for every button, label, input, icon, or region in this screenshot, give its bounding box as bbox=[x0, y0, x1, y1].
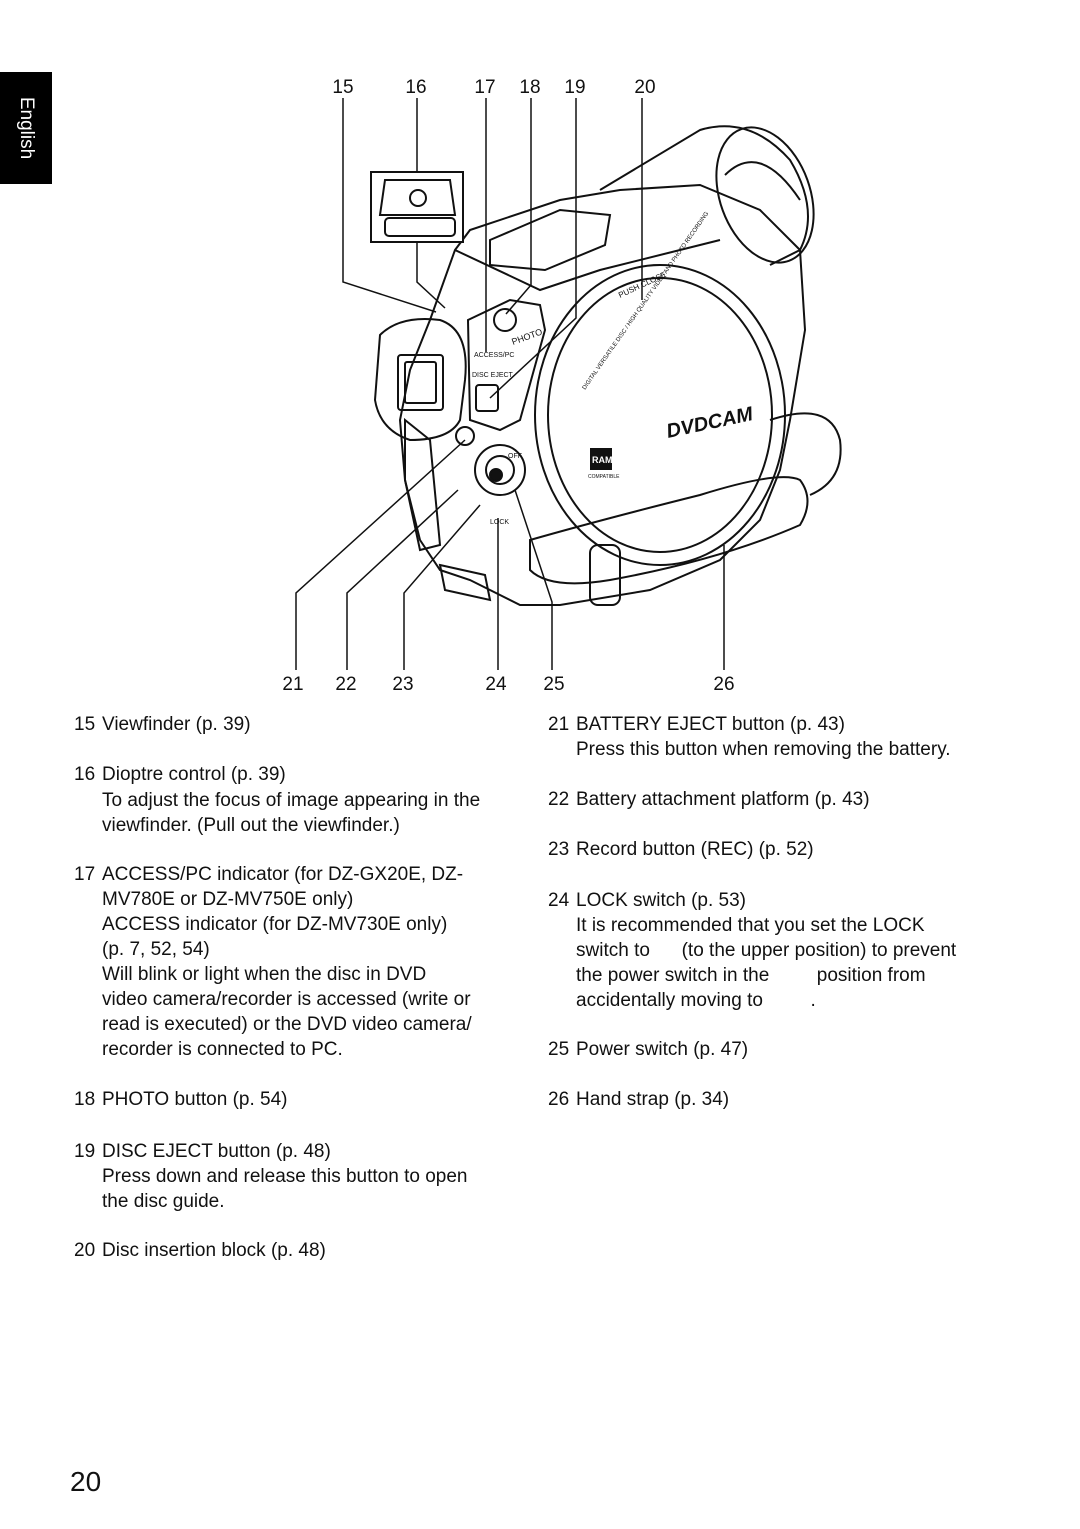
description-line: recorder is connected to PC. bbox=[102, 1039, 343, 1060]
item-title: Battery attachment platform (p. 43) bbox=[576, 789, 870, 810]
item-description: MV780E or DZ-MV750E only) ACCESS indicat… bbox=[102, 887, 472, 1062]
item-number: 25 bbox=[548, 1039, 570, 1060]
item-title: PHOTO button (p. 54) bbox=[102, 1089, 288, 1110]
callout-26: 26 bbox=[713, 674, 735, 695]
callout-24: 24 bbox=[485, 674, 507, 695]
item-number: 24 bbox=[548, 890, 570, 911]
description-line: accidentally moving to . bbox=[576, 990, 816, 1011]
item-title: DISC EJECT button (p. 48) bbox=[102, 1141, 331, 1162]
item-number: 21 bbox=[548, 714, 570, 735]
access-label: ACCESS/PC bbox=[474, 352, 514, 359]
battery-platform bbox=[404, 417, 442, 552]
ram-compatible-label: COMPATIBLE bbox=[588, 474, 620, 480]
description-line: the disc guide. bbox=[102, 1191, 225, 1212]
item-number: 15 bbox=[74, 714, 96, 735]
camera-body bbox=[398, 183, 807, 606]
callout-21: 21 bbox=[282, 674, 304, 695]
power-switch bbox=[474, 444, 526, 496]
callout-19: 19 bbox=[564, 77, 586, 98]
accessory-shoe bbox=[489, 208, 612, 272]
lock-label: LOCK bbox=[490, 519, 509, 526]
ram-logo-box bbox=[590, 448, 612, 470]
item-number: 17 bbox=[74, 864, 96, 885]
disc-eject-label: DISC EJECT bbox=[472, 372, 514, 379]
item-title: ACCESS/PC indicator (for DZ-GX20E, DZ- bbox=[102, 864, 464, 885]
item-description: Press this button when removing the batt… bbox=[576, 737, 951, 762]
callout-25: 25 bbox=[543, 674, 565, 695]
item-number: 26 bbox=[548, 1089, 570, 1110]
description-line: the power switch in the position from bbox=[576, 965, 926, 986]
description-line: (p. 7, 52, 54) bbox=[102, 939, 210, 960]
item-description: Press down and release this button to op… bbox=[102, 1164, 467, 1214]
strap-buckle bbox=[589, 544, 621, 606]
item-title: LOCK switch (p. 53) bbox=[576, 890, 746, 911]
item-description: To adjust the focus of image appearing i… bbox=[102, 788, 480, 838]
control-panel bbox=[466, 298, 547, 432]
language-tab: English bbox=[0, 72, 52, 184]
callout-18: 18 bbox=[519, 77, 541, 98]
description-line: Press this button when removing the batt… bbox=[576, 739, 951, 760]
item-title: Record button (REC) (p. 52) bbox=[576, 839, 814, 860]
description-line: ACCESS indicator (for DZ-MV730E only) bbox=[102, 914, 448, 935]
item-title: Viewfinder (p. 39) bbox=[102, 714, 251, 735]
callout-17: 17 bbox=[474, 77, 496, 98]
item-description: It is recommended that you set the LOCK … bbox=[576, 913, 956, 1013]
description-line: Will blink or light when the disc in DVD bbox=[102, 964, 427, 985]
item-title: BATTERY EJECT button (p. 43) bbox=[576, 714, 845, 735]
callout-20: 20 bbox=[634, 77, 656, 98]
item-title: Power switch (p. 47) bbox=[576, 1039, 749, 1060]
disc-ring-label: DIGITAL VERSATILE DISC / HIGH QUALITY VI… bbox=[582, 211, 711, 391]
lens-barrel bbox=[599, 125, 809, 266]
callout-16: 16 bbox=[405, 77, 427, 98]
item-number: 16 bbox=[74, 764, 96, 785]
hand-strap bbox=[529, 476, 809, 585]
off-label: OFF bbox=[508, 453, 522, 460]
disc-eject-button bbox=[475, 384, 499, 412]
item-number: 18 bbox=[74, 1089, 96, 1110]
item-number: 23 bbox=[548, 839, 570, 860]
description-line: To adjust the focus of image appearing i… bbox=[102, 790, 481, 811]
leader-lines bbox=[295, 98, 725, 670]
lens-ring-inner bbox=[724, 161, 801, 201]
item-title: Hand strap (p. 34) bbox=[576, 1089, 730, 1110]
description-line: Press down and release this button to op… bbox=[102, 1166, 468, 1187]
ram-logo: RAM bbox=[592, 455, 613, 465]
item-number: 19 bbox=[74, 1141, 96, 1162]
viewfinder-eyecup bbox=[373, 318, 467, 442]
top-panel bbox=[454, 239, 721, 292]
description-line: video camera/recorder is accessed (write… bbox=[102, 989, 471, 1010]
item-number: 22 bbox=[548, 789, 570, 810]
item-number: 20 bbox=[74, 1240, 96, 1261]
description-line: read is executed) or the DVD video camer… bbox=[102, 1014, 472, 1035]
callout-22: 22 bbox=[335, 674, 357, 695]
callout-23: 23 bbox=[392, 674, 414, 695]
description-line: switch to (to the upper position) to pre… bbox=[576, 940, 957, 961]
photo-label: PHOTO bbox=[510, 327, 543, 347]
item-title: Dioptre control (p. 39) bbox=[102, 764, 286, 785]
dioptre-inset bbox=[370, 171, 464, 243]
callout-15: 15 bbox=[332, 77, 354, 98]
item-title: Disc insertion block (p. 48) bbox=[102, 1240, 326, 1261]
photo-button bbox=[493, 308, 517, 332]
description-line: viewfinder. (Pull out the viewfinder.) bbox=[102, 815, 400, 836]
battery-eject-button bbox=[455, 426, 475, 446]
page-number: 20 bbox=[70, 1466, 102, 1497]
dvdcam-logo: DVDCAM bbox=[664, 403, 756, 443]
lens-ring bbox=[715, 126, 815, 264]
camcorder-illustration: PHOTO ACCESS/PC DISC EJECT PUSH CLOSE OF… bbox=[295, 98, 842, 670]
viewfinder-window bbox=[397, 354, 444, 411]
description-line: MV780E or DZ-MV750E only) bbox=[102, 889, 354, 910]
description-line: It is recommended that you set the LOCK bbox=[576, 915, 925, 936]
record-button bbox=[489, 468, 503, 482]
